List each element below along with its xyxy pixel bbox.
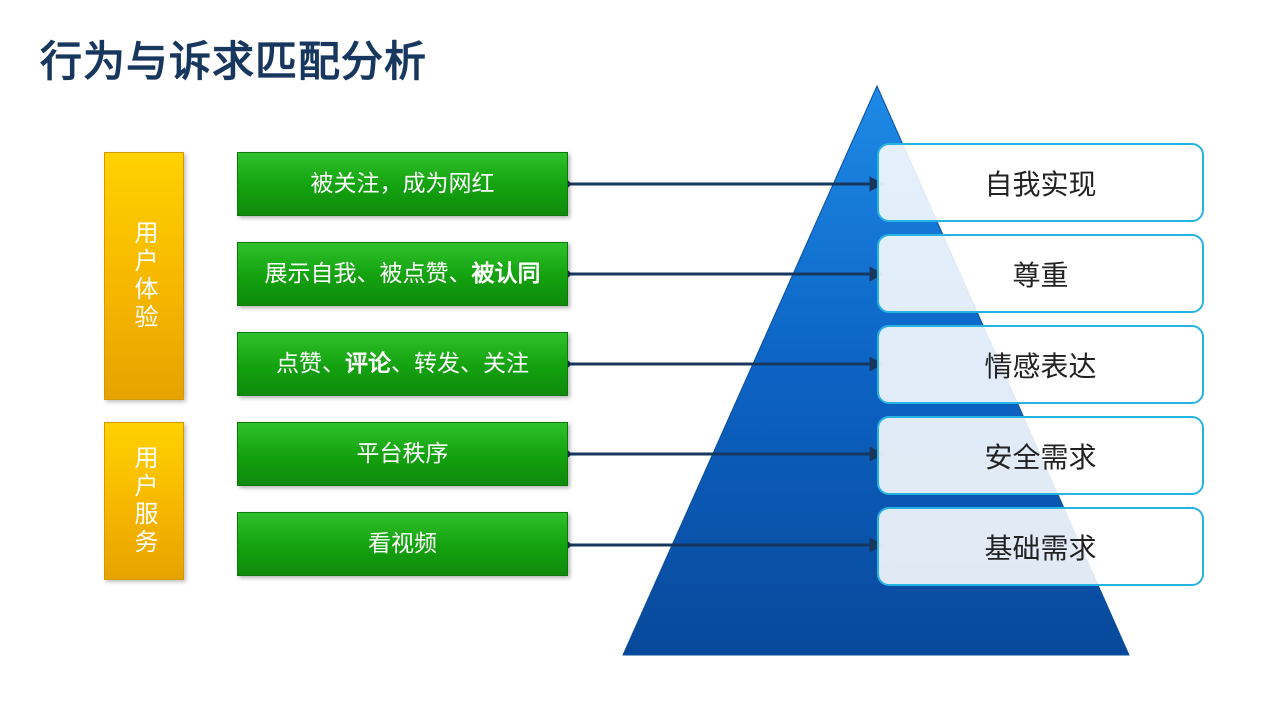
need-box-basic: 基础需求: [877, 507, 1204, 586]
behavior-text: 点赞、: [276, 350, 345, 377]
need-box-emotional-expression: 情感表达: [877, 325, 1204, 404]
behavior-text: 被认同: [471, 260, 541, 287]
slide-title: 行为与诉求匹配分析: [40, 37, 428, 86]
need-box-esteem: 尊重: [877, 234, 1204, 313]
behavior-box: 点赞、评论、转发、关注: [237, 332, 568, 396]
side-label-user-experience: 用户体验: [104, 152, 184, 400]
side-label-user-service: 用户服务: [104, 422, 184, 580]
behavior-text: 看视频: [368, 530, 437, 557]
need-box-self-actualization: 自我实现: [877, 143, 1204, 222]
behavior-box: 看视频: [237, 512, 568, 576]
behavior-text: 展示自我、被点赞、: [264, 260, 472, 287]
behavior-text: 评论: [345, 350, 391, 377]
behavior-text: 、转发、关注: [391, 350, 529, 377]
behavior-text: 平台秩序: [356, 440, 449, 467]
need-box-safety: 安全需求: [877, 416, 1204, 495]
behavior-box: 被关注，成为网红: [237, 152, 568, 216]
behavior-text: 被关注，成为网红: [310, 170, 495, 197]
behavior-box: 展示自我、被点赞、被认同: [237, 242, 568, 306]
behavior-box: 平台秩序: [237, 422, 568, 486]
